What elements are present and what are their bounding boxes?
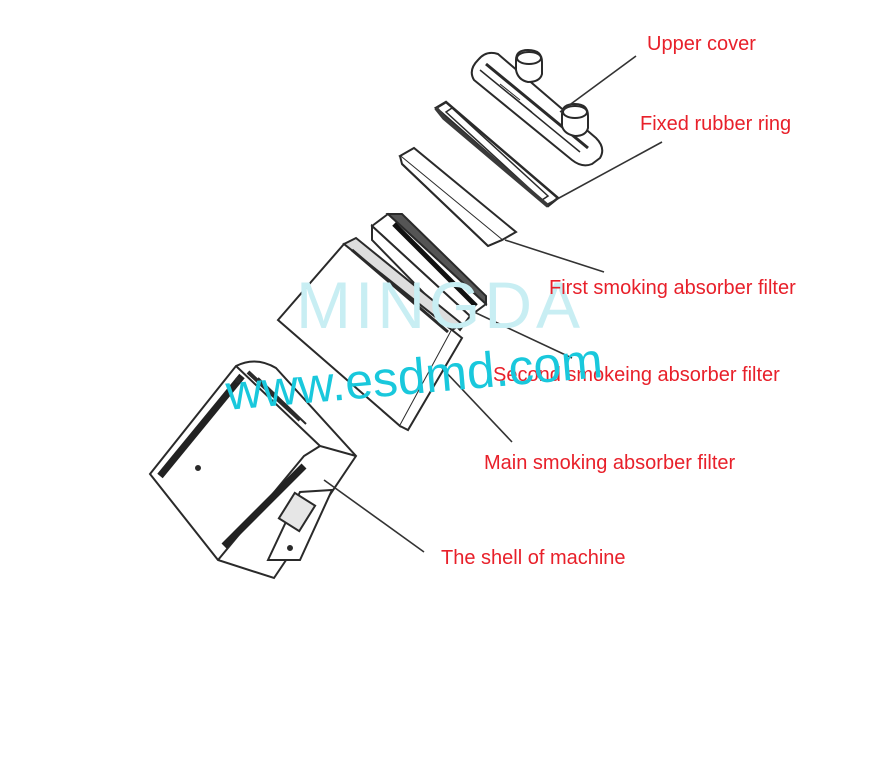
leader-upper-cover bbox=[559, 55, 637, 113]
brand-watermark: MINGDA bbox=[296, 268, 584, 342]
first-filter-part bbox=[398, 146, 518, 248]
second-filter-part bbox=[370, 212, 488, 332]
leader-rubber-ring bbox=[547, 141, 663, 205]
upper-cover-part bbox=[470, 48, 604, 167]
main-filter-part bbox=[276, 236, 464, 432]
leader-first-filter bbox=[504, 239, 605, 273]
label-upper-cover: Upper cover bbox=[647, 33, 756, 55]
label-main-filter: Main smoking absorber filter bbox=[484, 452, 736, 474]
leader-main-filter bbox=[441, 367, 513, 443]
leader-shell bbox=[323, 479, 425, 553]
label-first-filter: First smoking absorber filter bbox=[549, 277, 796, 299]
label-second-filter: Second smokeing absorber filter bbox=[493, 364, 780, 386]
machine-shell-part bbox=[148, 360, 358, 580]
label-fixed-rubber-ring: Fixed rubber ring bbox=[640, 113, 792, 135]
leader-lines bbox=[323, 55, 663, 553]
label-shell: The shell of machine bbox=[441, 547, 626, 569]
leader-second-filter bbox=[473, 311, 573, 359]
